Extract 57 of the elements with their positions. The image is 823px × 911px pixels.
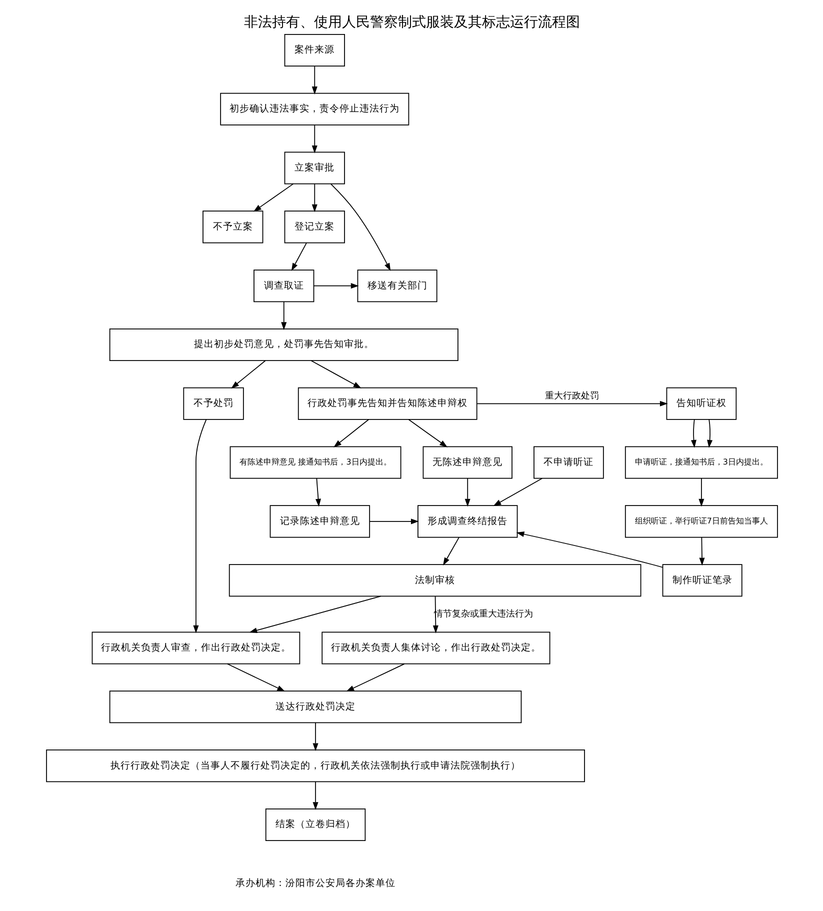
arrow (698, 478, 704, 507)
arrow (312, 781, 318, 810)
node-box: 执行行政处罚决定（当事人不履行处罚决定的，行政机关依法强制执行或申请法院强制执行） (46, 750, 584, 782)
arrow (312, 283, 358, 289)
arrow (311, 184, 317, 212)
edge-label: 重大行政处罚 (544, 391, 598, 402)
arrow (330, 184, 390, 272)
arrow (516, 532, 663, 568)
arrow (492, 478, 542, 506)
node-box: 登记立案 (284, 210, 344, 244)
node-box: 记录陈述申辩意见 (269, 505, 370, 538)
arrow (252, 184, 294, 212)
arrow (346, 663, 404, 692)
node-box: 组织听证，举行听证7日前告知当事人 (624, 505, 778, 538)
label: 承办机构：汾阳市公安局各办案单位 (235, 878, 396, 890)
arrow (408, 419, 448, 448)
node-box: 结案（立卷归档） (264, 808, 366, 841)
node-box: 不予立案 (202, 210, 263, 244)
arrow (368, 518, 418, 524)
arrow (464, 478, 470, 507)
node-box: 送达行政处罚决定 (108, 690, 522, 724)
node-box: 申请听证，接通知书后，3日内提出。 (624, 446, 778, 479)
node-box: 移送有关部门 (356, 270, 437, 302)
node-box: 无陈述申辩意见 (422, 446, 512, 479)
node-box: 有陈述申辩意见 接通知书后，3日内提出。 (229, 446, 401, 479)
node-box: 立案审批 (284, 152, 344, 184)
node-box: 告知听证权 (666, 387, 736, 420)
arrow (248, 596, 381, 634)
arrow (230, 360, 266, 388)
arrow (442, 536, 459, 566)
node-box: 形成调查终结报告 (417, 505, 518, 538)
arrow (476, 400, 668, 406)
node-box: 案件来源 (284, 34, 344, 66)
node-box: 提出初步处罚意见，处罚事先告知审批。 (108, 328, 458, 361)
arrow (290, 242, 306, 272)
node-box: 初步确认违法事实，责令停止违法行为 (220, 92, 409, 126)
node-box: 行政机关负责人审查，作出行政处罚决定。 (91, 632, 300, 664)
arrow (311, 66, 317, 94)
node-box: 行政处罚事先告知并告知陈述申辩权 (297, 387, 477, 420)
arrow (690, 419, 696, 448)
arrow (311, 124, 317, 154)
arrow (698, 536, 704, 566)
arrow (192, 419, 206, 634)
node-box: 不予处罚 (182, 387, 244, 420)
node-box: 行政机关负责人集体讨论，作出行政处罚决定。 (321, 632, 550, 664)
node-box: 不申请听证 (533, 446, 604, 479)
diagram-title: 非法持有、使用人民警察制式服装及其标志运行流程图 (244, 14, 580, 30)
arrow (226, 663, 285, 692)
node-box: 制作听证笔录 (662, 564, 742, 597)
arrow (314, 478, 320, 507)
arrow (706, 419, 712, 448)
node-box: 调查取证 (253, 270, 314, 302)
arrow (310, 360, 361, 388)
node-box: 法制审核 (228, 564, 641, 597)
arrow (312, 722, 318, 752)
arrow (333, 419, 369, 448)
arrow (280, 301, 286, 330)
